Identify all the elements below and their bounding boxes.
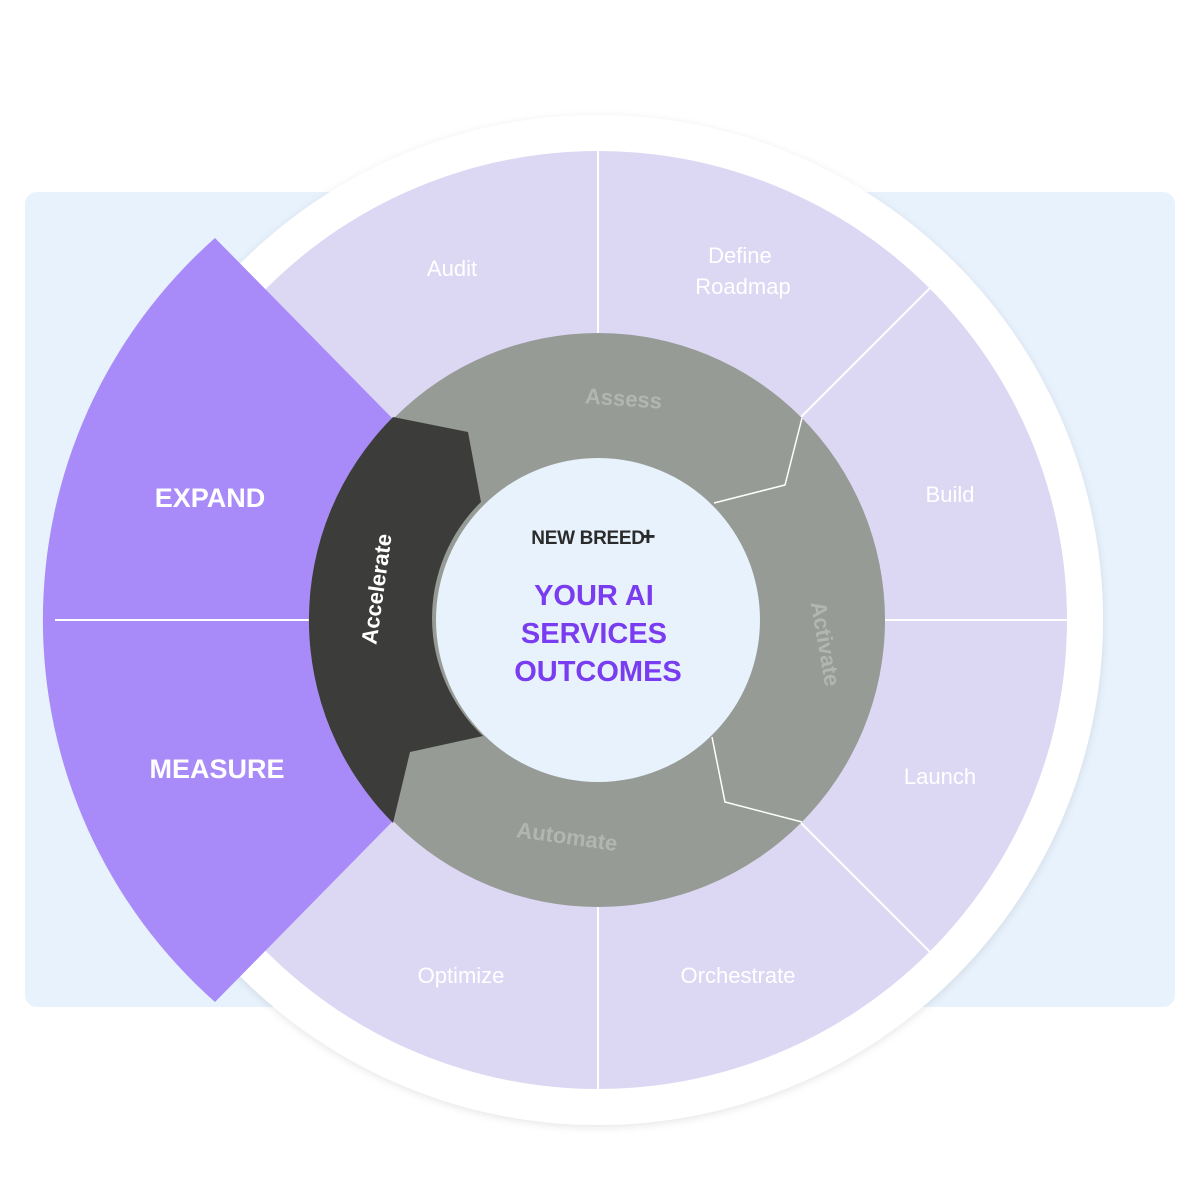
step-audit-label: Audit (427, 256, 477, 281)
step-optimize-label: Optimize (418, 963, 505, 988)
brand-logo: NEW BREED (531, 528, 644, 549)
phase-dividers (711, 417, 803, 823)
center-title: YOUR AI SERVICES OUTCOMES (514, 580, 682, 688)
step-build-label: Build (926, 482, 975, 507)
step-define-roadmap-line-1: Define (708, 243, 772, 268)
outer-ring-dividers (597, 151, 1067, 1089)
brand-plus-icon: + (640, 521, 655, 551)
center-circle (436, 458, 760, 782)
step-define-roadmap-line-2: Roadmap (695, 274, 790, 299)
step-define-roadmap-label: Define Roadmap (695, 243, 790, 299)
accelerate-segment[interactable] (308, 417, 483, 823)
stage-measure-label: MEASURE (149, 754, 284, 784)
step-orchestrate-label: Orchestrate (681, 963, 796, 988)
center-title-line-1: YOUR AI (534, 580, 654, 612)
phase-assess-label: Assess (584, 383, 663, 413)
stage-expand-label: EXPAND (155, 483, 266, 513)
center-title-line-3: OUTCOMES (514, 656, 682, 688)
step-launch-label: Launch (904, 764, 976, 789)
center-title-line-2: SERVICES (521, 618, 667, 650)
